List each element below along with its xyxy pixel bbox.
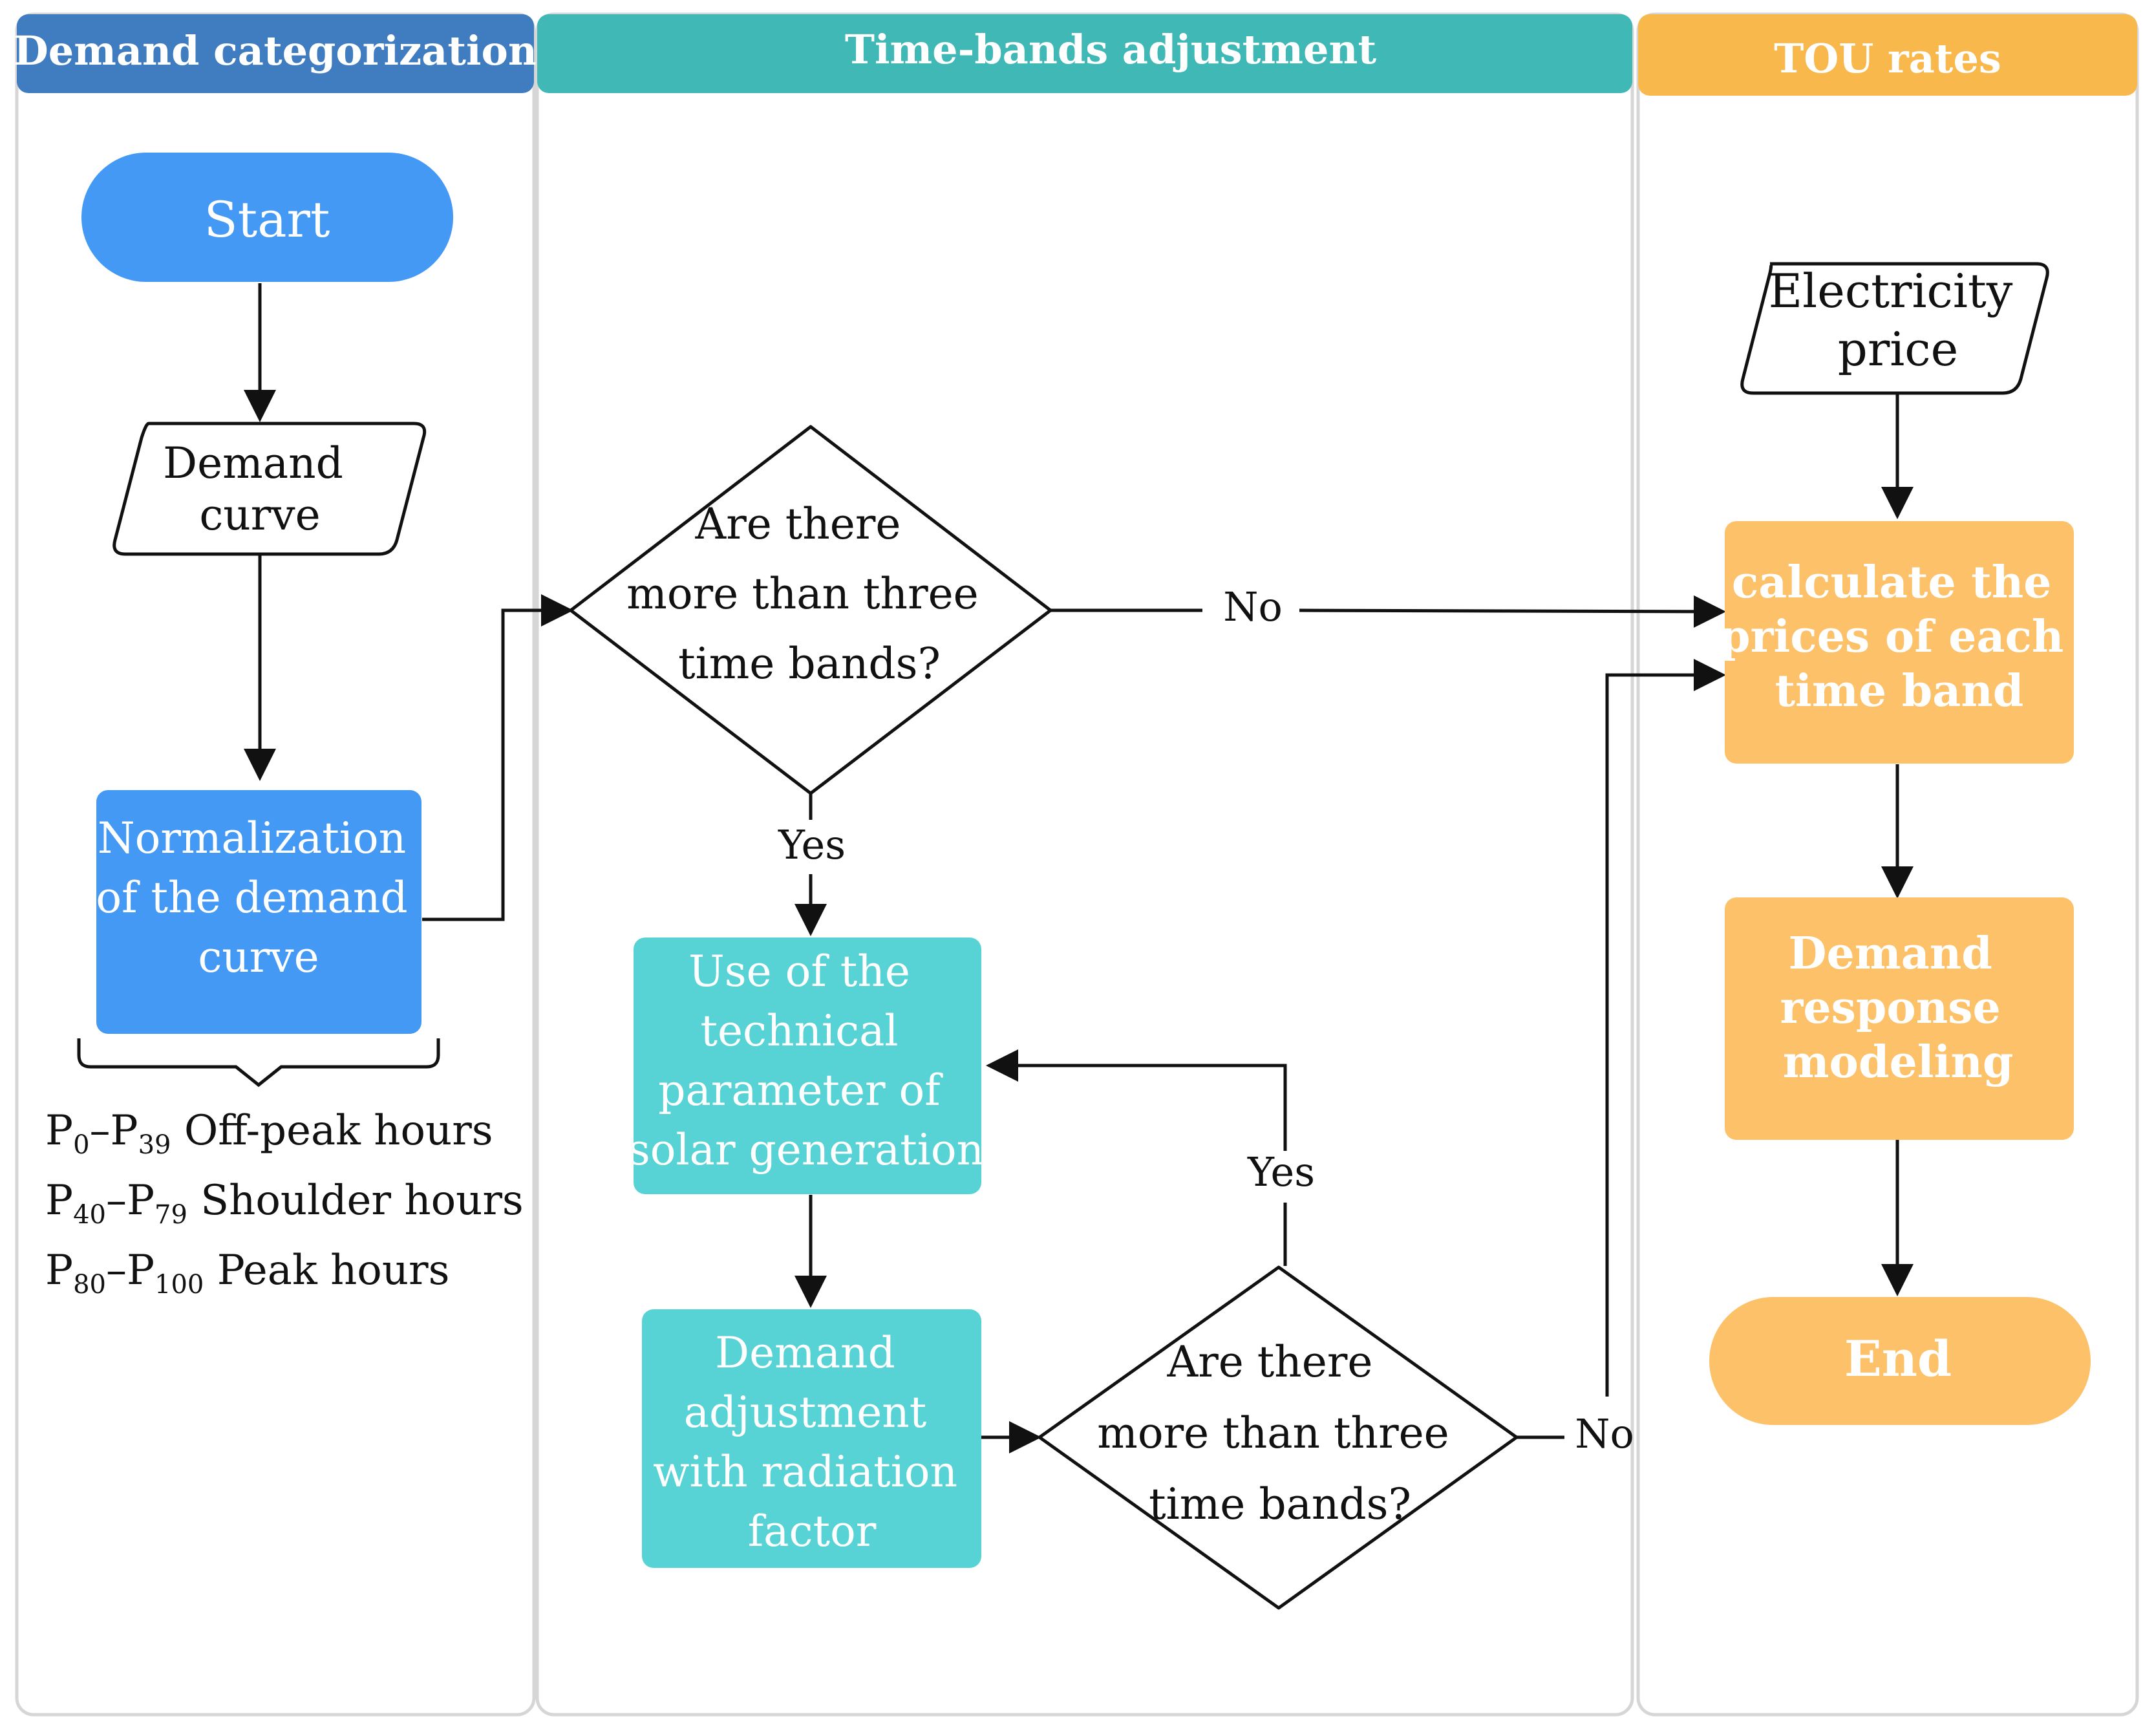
decision-2-yes-label: Yes xyxy=(1247,1148,1315,1195)
legend-row: P80–P100 Peak hours xyxy=(45,1247,449,1300)
demand-response-line: response xyxy=(1780,982,2001,1034)
solar-param-line: solar generation xyxy=(628,1125,984,1175)
demand-adjust-line: with radiation xyxy=(653,1447,957,1497)
solar-param-line: technical xyxy=(700,1006,898,1056)
decision-2-line: time bands? xyxy=(1149,1479,1411,1529)
svg-text:Use of the technical: Use of the technical parameter of solar … xyxy=(628,947,984,1175)
legend-brace xyxy=(77,1038,440,1088)
demand-response-process: Demand response modeling xyxy=(1725,897,2074,1140)
demand-response-line: modeling xyxy=(1783,1036,2014,1088)
calc-prices-line: calculate the xyxy=(1732,557,2052,608)
svg-text:Are there more than thre: Are there more than three time bands? xyxy=(626,499,992,689)
end-terminal: End xyxy=(1709,1297,2091,1425)
calculate-prices-process: calculate the prices of each time band xyxy=(1720,521,2079,764)
edge-decision-2-yes-b xyxy=(986,1049,1287,1151)
calc-prices-line: time band xyxy=(1775,665,2024,717)
decision-2: Are there more than three time bands? xyxy=(1038,1265,1519,1610)
demand-curve-input: Demand curve xyxy=(112,422,427,556)
solar-param-line: Use of the xyxy=(688,947,910,996)
decision-1: Are there more than three time bands? xyxy=(569,425,1052,795)
decision-2-no-label: No xyxy=(1575,1410,1634,1457)
demand-curve-line: Demand xyxy=(163,438,343,488)
percentile-legend: P0–P39 Off-peak hours P40–P79 Shoulder h… xyxy=(45,1107,524,1300)
normalization-process: Normalization of the demand curve xyxy=(96,790,421,1034)
calc-prices-line: prices of each xyxy=(1720,611,2063,663)
edge-normalization-to-decision-1 xyxy=(422,594,573,921)
decision-2-line: more than three xyxy=(1097,1408,1449,1458)
svg-text:Normalization of the dem: Normalization of the demand curve xyxy=(96,813,421,982)
svg-text:Are there more than thre: Are there more than three time bands? xyxy=(1097,1337,1462,1529)
connectors xyxy=(244,283,1914,1453)
end-label: End xyxy=(1844,1330,1952,1388)
normalization-line: Normalization xyxy=(98,813,406,863)
demand-adjustment-process: Demand adjustment with radiation factor xyxy=(642,1309,981,1568)
lane-header xyxy=(537,14,1632,93)
decision-1-line: Are there xyxy=(695,499,901,549)
decision-2-line: Are there xyxy=(1167,1337,1373,1387)
lane-title: Time-bands adjustment xyxy=(845,26,1377,73)
svg-text:Demand curve: Demand curve xyxy=(163,438,357,540)
decision-1-yes-label: Yes xyxy=(778,821,846,868)
decision-1-line: more than three xyxy=(626,569,978,619)
demand-adjust-line: Demand xyxy=(715,1328,895,1378)
demand-curve-line: curve xyxy=(199,490,320,540)
demand-response-line: Demand xyxy=(1789,928,1992,980)
start-label: Start xyxy=(204,191,330,248)
normalization-line: of the demand xyxy=(96,873,407,923)
start-terminal: Start xyxy=(81,153,453,282)
demand-adjust-line: factor xyxy=(748,1506,877,1556)
lane-header xyxy=(1638,14,2137,96)
svg-text:Demand adjustment: Demand adjustment with radiation factor xyxy=(653,1328,971,1556)
edge-decision-2-no-b xyxy=(1605,659,1726,1397)
solar-param-line: parameter of xyxy=(658,1066,943,1115)
solar-parameter-process: Use of the technical parameter of solar … xyxy=(628,938,984,1194)
svg-text:Electricity price: Electricity price xyxy=(1769,264,2028,376)
lane-title: Demand categorization xyxy=(14,27,537,74)
svg-text:calculate the prices of: calculate the prices of each time band xyxy=(1720,557,2079,717)
lane-title: TOU rates xyxy=(1774,35,2001,82)
electricity-price-line: price xyxy=(1838,322,1958,376)
lane-tou-rates: TOU rates xyxy=(1636,12,2139,1717)
electricity-price-line: Electricity xyxy=(1769,264,2013,318)
lane-header xyxy=(17,14,534,93)
decision-1-no-label: No xyxy=(1223,583,1283,630)
legend-row: P0–P39 Off-peak hours xyxy=(45,1107,493,1160)
svg-text:Demand response mo: Demand response modeling xyxy=(1780,928,2016,1088)
electricity-price-input: Electricity price xyxy=(1740,262,2049,395)
demand-adjust-line: adjustment xyxy=(684,1388,927,1437)
normalization-line: curve xyxy=(198,932,319,982)
decision-1-line: time bands? xyxy=(678,639,941,689)
legend-row: P40–P79 Shoulder hours xyxy=(45,1177,524,1230)
edge-decision-1-no-b xyxy=(1299,595,1726,628)
